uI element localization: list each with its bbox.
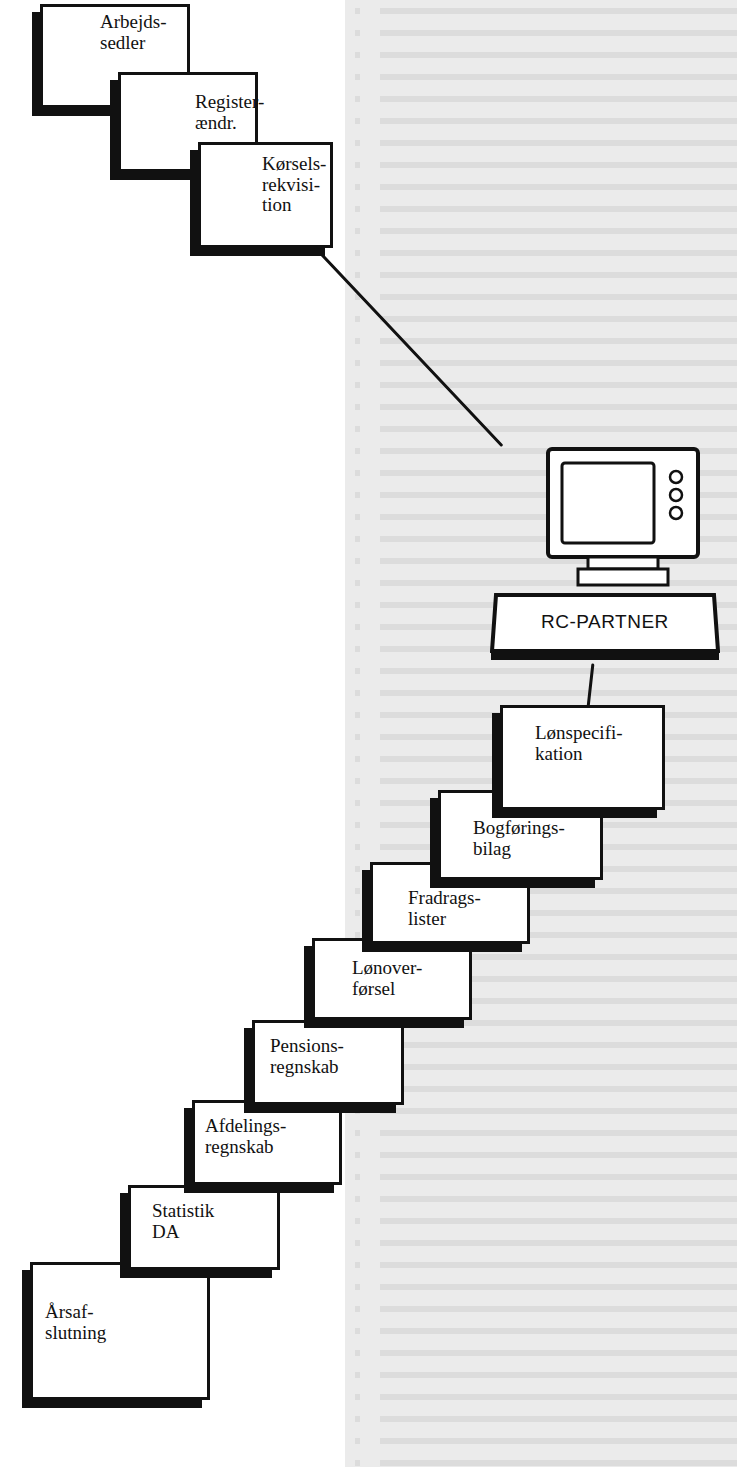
document-sheet: Pensions- regnskab [252, 1020, 404, 1105]
sheet-label: Statistik DA [152, 1201, 214, 1242]
bleed-through-text [355, 0, 737, 1467]
monitor-case [548, 449, 698, 557]
connector-stroke [588, 665, 592, 705]
computer-base [578, 569, 668, 585]
sheet-label: Årsaf- slutning [45, 1302, 106, 1343]
monitor-screen [562, 463, 654, 543]
sheet-label: Afdelings- regnskab [205, 1116, 286, 1157]
keyboard [492, 595, 718, 651]
computer-label: RC-PARTNER [541, 611, 669, 633]
monitor-knob [670, 507, 682, 519]
monitor-knob [670, 471, 682, 483]
computer-box: RC-PARTNER [490, 445, 720, 665]
document-sheet: Statistik DA [128, 1185, 280, 1270]
monitor-knob [670, 489, 682, 501]
document-sheet: Årsaf- slutning [30, 1262, 210, 1400]
document-sheet: Lønover- førsel [312, 938, 472, 1020]
sheet-label: Arbejds- sedler [100, 12, 166, 53]
sheet-label: Kørsels- rekvisi- tion [262, 154, 326, 216]
document-sheet: Lønspecifi- kation [500, 705, 665, 810]
connector-line [588, 665, 592, 705]
sheet-label: Lønover- førsel [352, 958, 422, 999]
monitor-neck [588, 557, 658, 569]
connector-line [315, 248, 501, 445]
sheet-label: Bogførings- bilag [473, 818, 565, 859]
sheet-label: Lønspecifi- kation [535, 723, 623, 764]
printed-column [345, 0, 737, 1467]
sheet-label: Pensions- regnskab [270, 1036, 344, 1077]
document-sheet: Kørsels- rekvisi- tion [198, 142, 333, 248]
sheet-label: Fradrags- lister [408, 888, 481, 929]
connector-stroke [315, 248, 501, 445]
sheet-label: Register- ændr. [195, 92, 264, 133]
keyboard-edge [492, 651, 718, 659]
document-sheet: Afdelings- regnskab [192, 1100, 342, 1185]
